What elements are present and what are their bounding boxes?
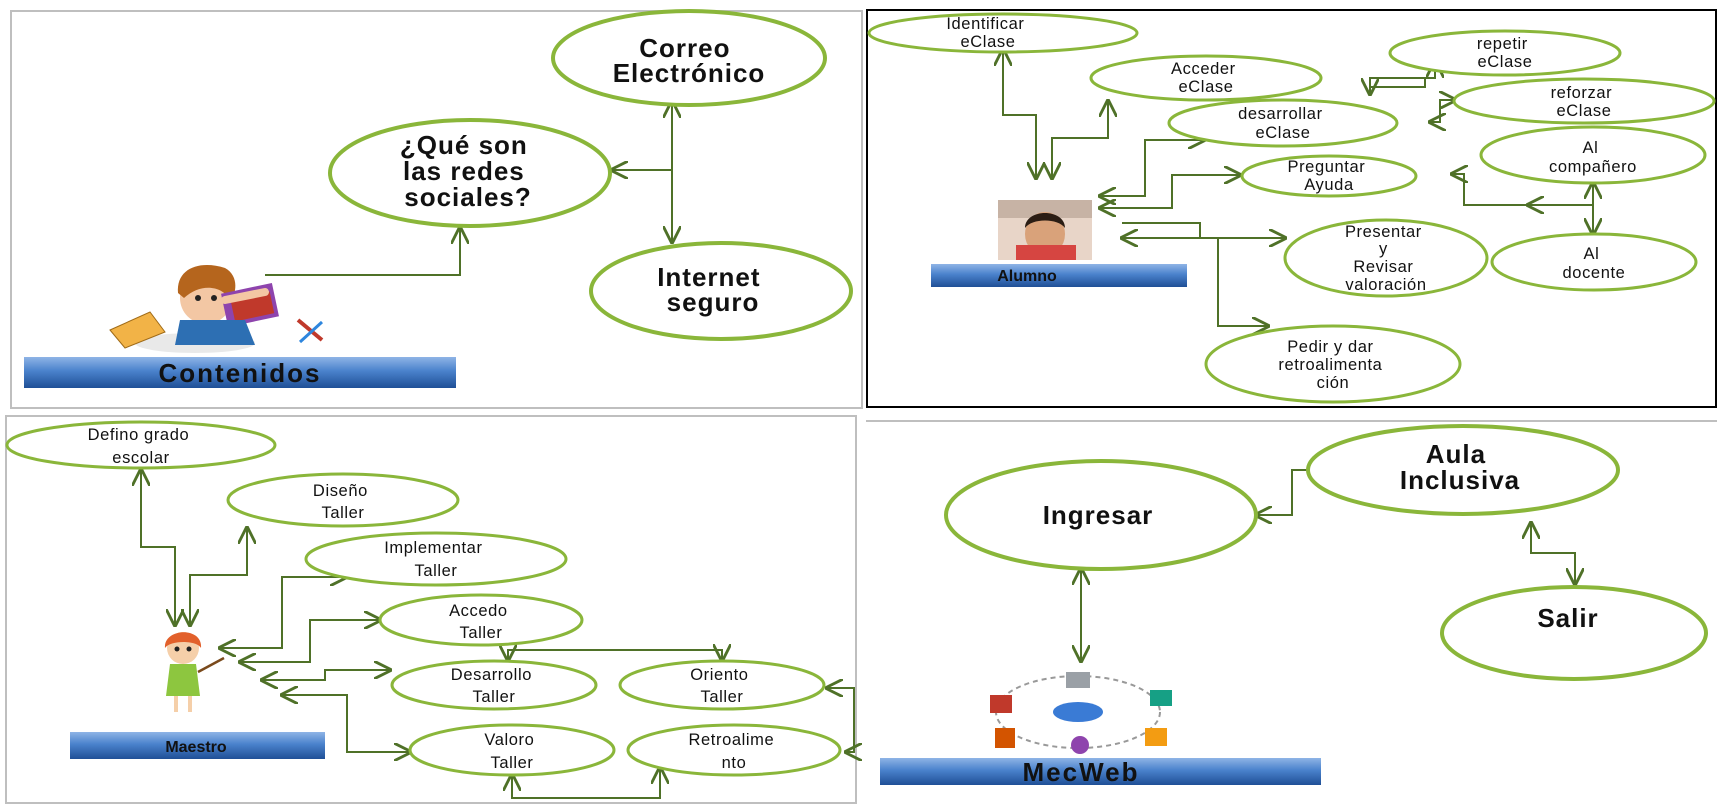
node-presentar-revisar bbox=[1283, 218, 1489, 298]
maestro-banner bbox=[70, 732, 325, 759]
node-aula-inclusiva bbox=[1306, 424, 1620, 516]
node-desarrollo-taller bbox=[390, 659, 598, 711]
node-identificar-eclase-label: Identificar eClase bbox=[946, 15, 1029, 51]
panel-contenidos bbox=[10, 10, 863, 409]
panel-mecweb bbox=[866, 420, 1717, 804]
node-salir-label: Salir bbox=[1537, 603, 1598, 633]
maestro-teacher-image bbox=[164, 632, 225, 712]
node-repetir-eclase bbox=[1388, 29, 1622, 77]
node-identificar-eclase bbox=[867, 12, 1139, 54]
node-pedir-retroalimentacion bbox=[1204, 324, 1462, 404]
node-diseno-taller bbox=[226, 472, 460, 528]
node-al-companero bbox=[1479, 125, 1707, 185]
node-preguntar-ayuda-label: Preguntar Ayuda bbox=[1287, 158, 1370, 194]
alumno-connectors bbox=[1003, 50, 1593, 326]
node-al-docente bbox=[1490, 232, 1698, 292]
mecweb-network-image bbox=[965, 663, 1192, 759]
node-internet-seguro bbox=[589, 241, 853, 341]
maestro-title: Maestro bbox=[165, 739, 227, 756]
node-desarrollar-eclase bbox=[1167, 98, 1399, 148]
node-al-docente-label: Al docente bbox=[1563, 245, 1626, 282]
student-reading-image bbox=[109, 265, 324, 353]
alumno-title: Alumno bbox=[997, 268, 1057, 285]
contenidos-banner bbox=[24, 357, 456, 388]
node-implementar-taller bbox=[304, 531, 568, 587]
node-accedo-taller-label: Accedo Taller bbox=[449, 602, 513, 642]
node-correo-label: Correo Electrónico bbox=[613, 33, 766, 88]
node-preguntar-ayuda bbox=[1240, 154, 1418, 198]
node-internet-seguro-label: Internet seguro bbox=[657, 262, 769, 317]
node-accedo-taller bbox=[378, 593, 584, 647]
mecweb-banner bbox=[880, 758, 1321, 785]
node-diseno-taller-label: Diseño Taller bbox=[313, 482, 373, 522]
node-reforzar-eclase-label: reforzar eClase bbox=[1551, 84, 1618, 120]
node-implementar-taller-label: Implementar Taller bbox=[384, 539, 488, 580]
node-acceder-eclase bbox=[1089, 54, 1323, 102]
alumno-banner bbox=[931, 264, 1187, 287]
node-desarrollar-eclase-label: desarrollar eClase bbox=[1238, 105, 1328, 142]
maestro-connectors bbox=[141, 470, 854, 799]
node-oriento-taller bbox=[618, 659, 826, 711]
contenidos-title: Contenidos bbox=[159, 358, 322, 388]
node-aula-inclusiva-label: Aula Inclusiva bbox=[1400, 439, 1520, 495]
node-acceder-eclase-label: Acceder eClase bbox=[1171, 60, 1241, 96]
node-desarrollo-taller-label: Desarrollo Taller bbox=[451, 666, 537, 706]
node-redes-sociales bbox=[328, 118, 612, 228]
panel-alumno bbox=[866, 9, 1717, 408]
node-presentar-revisar-label: Presentar y Revisar valoración bbox=[1345, 223, 1427, 294]
node-correo bbox=[551, 9, 827, 107]
node-ingresar bbox=[944, 459, 1258, 571]
node-redes-sociales-label: ¿Qué son las redes sociales? bbox=[400, 130, 536, 212]
node-retroalimento-label: Retroalime nto bbox=[689, 731, 780, 772]
node-valoro-taller-label: Valoro Taller bbox=[484, 731, 539, 772]
node-salir bbox=[1440, 585, 1708, 681]
node-defino-grado bbox=[5, 420, 277, 470]
node-oriento-taller-label: Oriento Taller bbox=[690, 666, 754, 706]
mecweb-title: MecWeb bbox=[1023, 757, 1140, 787]
node-pedir-retroalimentacion-label: Pedir y dar retroalimenta ción bbox=[1278, 338, 1387, 392]
alumno-photo bbox=[998, 200, 1092, 260]
contenidos-connectors bbox=[265, 102, 672, 276]
node-repetir-eclase-label: repetir eClase bbox=[1477, 35, 1533, 71]
node-reforzar-eclase bbox=[1452, 77, 1716, 125]
node-al-companero-label: Al compañero bbox=[1549, 139, 1637, 176]
node-retroalimento bbox=[626, 723, 842, 777]
node-valoro-taller bbox=[408, 723, 616, 777]
node-ingresar-label: Ingresar bbox=[1043, 500, 1154, 530]
panel-maestro bbox=[5, 415, 857, 804]
node-defino-grado-label: Defino grado escolar bbox=[88, 426, 195, 467]
